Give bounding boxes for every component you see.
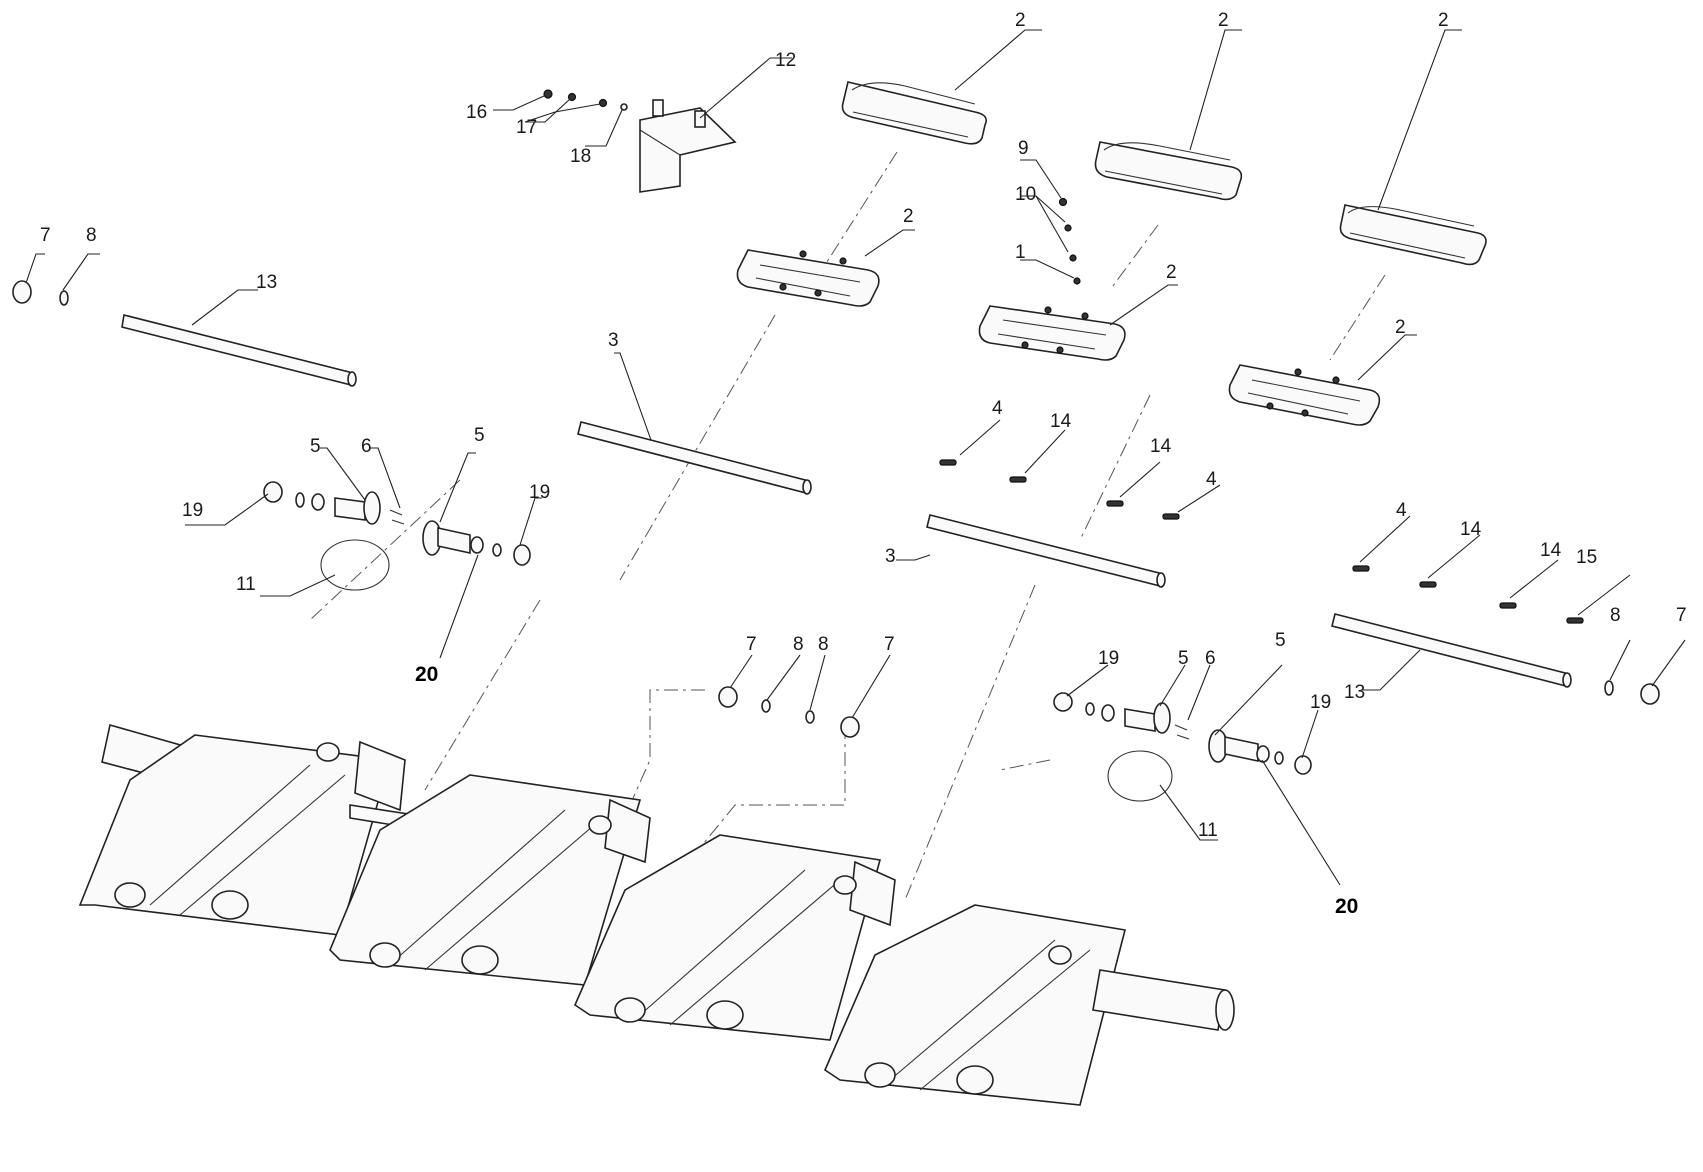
picker-head-assembly-4 — [823, 904, 1235, 1106]
callout-label: 20 — [1335, 895, 1358, 918]
callout-label: 19 — [529, 482, 550, 503]
callout-label: 3 — [608, 330, 619, 351]
callout-labels: 2 2 2 12 16 17 18 9 10 1 2 2 2 7 8 13 3 … — [40, 10, 1687, 918]
callout-label: 17 — [516, 117, 537, 138]
callout-label: 14 — [1150, 436, 1172, 457]
callout-label: 3 — [885, 546, 896, 567]
callout-label: 14 — [1540, 540, 1562, 561]
screw-stack — [1058, 197, 1081, 285]
callout-label: 6 — [1205, 648, 1216, 669]
callout-label: 5 — [1275, 630, 1286, 651]
shaft-3-middle — [577, 421, 812, 495]
callout-label: 19 — [1098, 648, 1119, 669]
callout-label: 5 — [474, 425, 485, 446]
callout-label: 2 — [1395, 317, 1406, 338]
callout-label: 7 — [884, 634, 895, 655]
callout-label: 2 — [1438, 10, 1449, 31]
callout-label: 13 — [256, 272, 277, 293]
callout-label: 12 — [775, 50, 796, 71]
callout-label: 2 — [903, 206, 914, 227]
picker-head-assembly-3 — [573, 834, 896, 1041]
shaft-13-left — [121, 314, 357, 387]
callout-label: 5 — [310, 436, 321, 457]
shaft-13-right — [1331, 613, 1572, 688]
callout-label: 15 — [1576, 547, 1597, 568]
callout-label: 16 — [466, 102, 487, 123]
callout-label: 14 — [1460, 519, 1482, 540]
curved-cover-1 — [841, 81, 988, 145]
sprocket-group-left — [263, 481, 531, 591]
callout-label: 11 — [236, 574, 256, 595]
callout-label: 8 — [86, 225, 97, 246]
callout-label: 2 — [1015, 10, 1026, 31]
callout-label: 8 — [793, 634, 804, 655]
callout-label: 11 — [1198, 820, 1218, 841]
callout-label: 2 — [1166, 262, 1177, 283]
frame-cover-2 — [978, 305, 1126, 361]
callout-label: 8 — [818, 634, 829, 655]
assembly-centerlines — [309, 151, 1386, 901]
frame-cover-3 — [1228, 364, 1381, 426]
shaft-3-right — [926, 514, 1166, 588]
callout-label: 7 — [1676, 605, 1687, 626]
callout-label: 7 — [746, 634, 757, 655]
leader-lines — [25, 29, 1686, 886]
callout-label: 4 — [1396, 500, 1407, 521]
sprocket-group-right — [1053, 692, 1312, 802]
callout-label: 6 — [361, 436, 372, 457]
callout-label: 19 — [182, 500, 203, 521]
callout-label: 19 — [1310, 692, 1331, 713]
end-bushings — [12, 280, 1660, 738]
curved-cover-3 — [1339, 204, 1487, 266]
callout-label: 2 — [1218, 10, 1229, 31]
callout-label: 4 — [1206, 469, 1217, 490]
callout-label: 1 — [1015, 242, 1026, 263]
small-fasteners — [543, 89, 628, 111]
callout-label: 9 — [1018, 138, 1029, 159]
callout-label: 8 — [1610, 605, 1621, 626]
bracket-guard — [639, 99, 737, 193]
callout-label: 10 — [1015, 184, 1036, 205]
callout-label: 20 — [415, 663, 438, 686]
callout-label: 13 — [1344, 682, 1365, 703]
callout-label: 18 — [570, 146, 591, 167]
shaft-keys — [939, 459, 1584, 624]
picker-head-assembly-2 — [329, 774, 651, 986]
callout-label: 5 — [1178, 648, 1189, 669]
frame-cover-1 — [736, 249, 880, 307]
curved-cover-2 — [1094, 141, 1243, 201]
callout-label: 14 — [1050, 411, 1072, 432]
callout-label: 4 — [992, 398, 1003, 419]
callout-label: 7 — [40, 225, 51, 246]
